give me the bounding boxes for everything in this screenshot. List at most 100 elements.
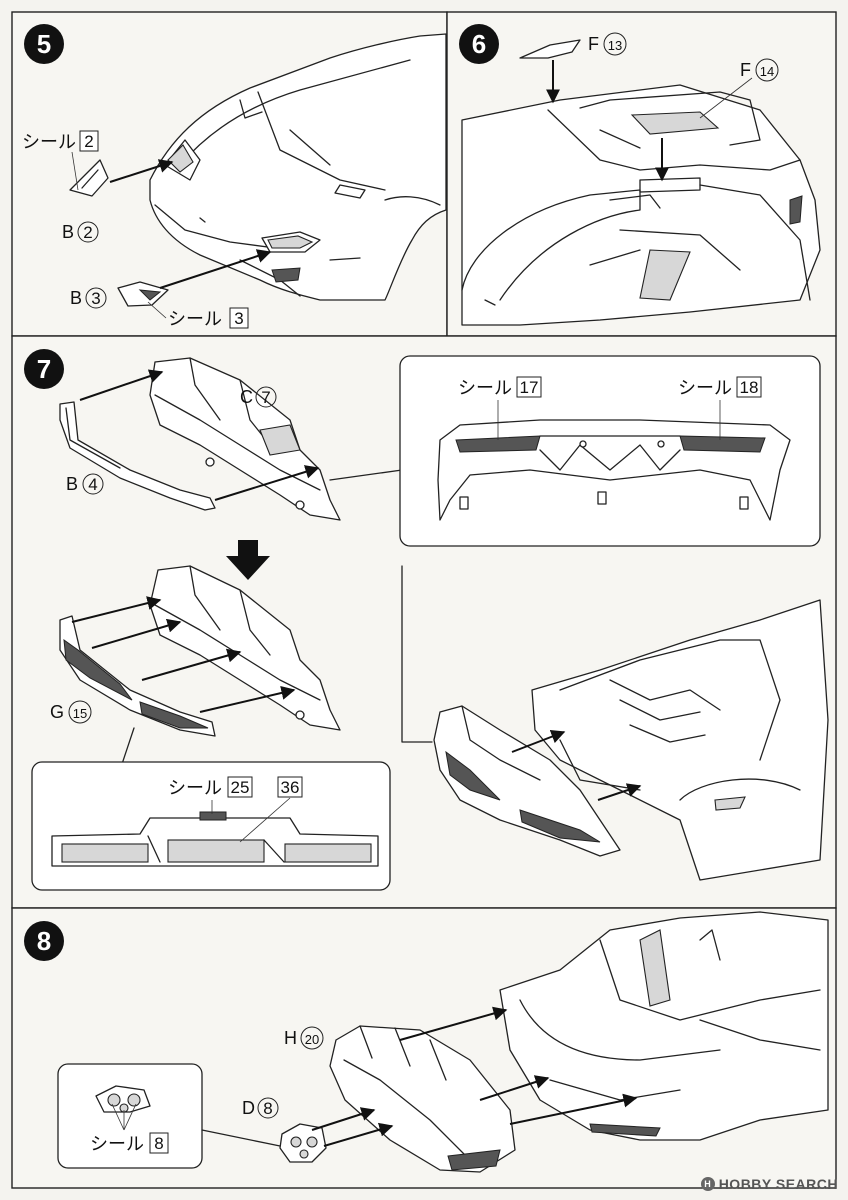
s8-part-h-letter: H — [284, 1028, 297, 1048]
s7-seal-b-word: シール — [678, 378, 732, 398]
s6-part-a-number: 13 — [608, 38, 622, 53]
rear-bumper-final-drawing — [433, 705, 621, 857]
s8-part-d-circle — [257, 1097, 279, 1119]
step-6-number: 6 — [472, 29, 486, 59]
s8-part-h-number: 20 — [305, 1032, 319, 1047]
step-5-badge — [24, 24, 64, 64]
s7-part-c-number: 7 — [261, 388, 270, 407]
part-d8-drawing — [279, 1123, 327, 1163]
s7-seal-d-box — [277, 776, 303, 798]
d8-arrow-1 — [311, 1107, 376, 1131]
s7-seal-a-word: シール — [458, 378, 512, 398]
part-b3-detail — [138, 289, 162, 301]
watermark-text: HOBBY SEARCH — [718, 1176, 838, 1192]
s5-seal-b-word: シール — [168, 309, 222, 329]
car-rear-3q-drawing — [531, 599, 829, 881]
callout-pointer-bottom — [121, 727, 135, 765]
s5-part-a-circle — [77, 221, 99, 243]
h20-arrow-1 — [399, 1006, 508, 1041]
s7-seal-b-box — [736, 376, 762, 398]
s7-part-c-letter: C — [240, 387, 253, 407]
view-bracket — [401, 565, 433, 743]
part-b2-arrow — [109, 159, 174, 183]
s5-seal-a-leader — [71, 151, 79, 191]
s7-seal-c-box — [227, 776, 253, 798]
hobby-search-logo-icon: H — [700, 1177, 715, 1191]
h20-arrow-3 — [509, 1093, 638, 1125]
s8-part-h-circle — [300, 1026, 324, 1050]
s7-seal-c-number: 25 — [231, 778, 250, 797]
s6-part-b-leader — [699, 77, 753, 119]
s7-seal-a-number: 17 — [520, 378, 539, 397]
step-5-panel: 5 シール 2 — [11, 11, 448, 337]
step-5-number: 5 — [37, 29, 51, 59]
rear-view-drawing — [437, 419, 791, 521]
s6-part-a-letter: F — [588, 34, 599, 54]
s5-part-b-number: 3 — [91, 289, 100, 308]
final-bumper-arrow-1 — [511, 729, 566, 753]
s8-part-d-number: 8 — [263, 1099, 272, 1118]
s5-part-b-letter: B — [70, 288, 82, 308]
s5-seal-a-box — [79, 130, 99, 152]
s6-part-b-circle — [755, 58, 779, 82]
s6-part-b-number: 14 — [760, 64, 774, 79]
seal-8-leader-1 — [111, 1103, 125, 1131]
part-b4-arrow-top — [79, 369, 164, 401]
step-8-panel: 8 H — [11, 907, 837, 1189]
step-7-badge — [24, 349, 64, 389]
car-front-drawing — [149, 33, 447, 301]
step-7-number: 7 — [37, 354, 51, 384]
part-b4-arrow-bottom — [214, 465, 320, 501]
s7-part-c-circle — [255, 386, 277, 408]
part-f13-drawing — [519, 39, 581, 59]
s7-part-b-letter: B — [66, 474, 78, 494]
part-b3-drawing — [117, 281, 169, 307]
s7-part-g-number: 15 — [73, 706, 87, 721]
step-7-panel: 7 C 7 B 4 — [11, 335, 837, 909]
s8-part-d-letter: D — [242, 1098, 255, 1118]
s5-seal-b-leader — [147, 301, 167, 319]
down-arrow-icon — [226, 540, 270, 580]
seal-8-callout-pointer — [201, 1129, 281, 1147]
final-bumper-arrow-2 — [597, 783, 642, 801]
s7-seal-c-word: シール — [168, 778, 222, 798]
car-rear-top-drawing — [461, 84, 821, 326]
part-b3-arrow — [159, 249, 272, 289]
g15-arrow-1 — [71, 596, 162, 623]
seal-8-part-drawing — [95, 1085, 151, 1113]
s7-seal-d-leader — [239, 797, 291, 843]
s7-part-b-number: 4 — [88, 475, 97, 494]
s5-seal-a-word: シール — [22, 132, 76, 152]
part-b2-drawing — [69, 159, 109, 197]
step-6-panel: 6 F 13 F 14 — [446, 11, 837, 337]
d8-arrow-2 — [323, 1122, 394, 1147]
h20-arrow-2 — [479, 1075, 550, 1101]
s7-part-g-letter: G — [50, 702, 64, 722]
s8-seal-box — [149, 1132, 169, 1154]
s6-part-b-letter: F — [740, 60, 751, 80]
s7-seal-d-number: 36 — [281, 778, 300, 797]
g15-arrow-3 — [141, 648, 242, 681]
step-8-badge — [24, 921, 64, 961]
bumper-detail-drawing — [51, 811, 379, 867]
s5-seal-a-number: 2 — [84, 132, 93, 151]
s5-seal-b-box — [229, 307, 249, 329]
g15-arrow-2 — [91, 618, 182, 649]
s5-part-b-circle — [85, 287, 107, 309]
car-underbody-drawing — [499, 911, 829, 1141]
s7-part-b-circle — [82, 473, 104, 495]
part-b2-detail — [81, 169, 99, 189]
s7-part-g-circle — [68, 700, 92, 724]
part-h20-drawing — [329, 1025, 516, 1173]
g15-arrow-4 — [199, 686, 296, 713]
watermark: H HOBBY SEARCH — [700, 1176, 838, 1192]
step-8-number: 8 — [37, 926, 51, 956]
s5-seal-b-number: 3 — [234, 309, 243, 328]
seal-8-leader-3 — [123, 1103, 137, 1131]
s7-seal-a-box — [516, 376, 542, 398]
s6-part-a-circle — [603, 32, 627, 56]
s8-seal-word: シール — [90, 1134, 144, 1154]
s8-seal-number: 8 — [154, 1134, 163, 1153]
step-6-badge — [459, 24, 499, 64]
